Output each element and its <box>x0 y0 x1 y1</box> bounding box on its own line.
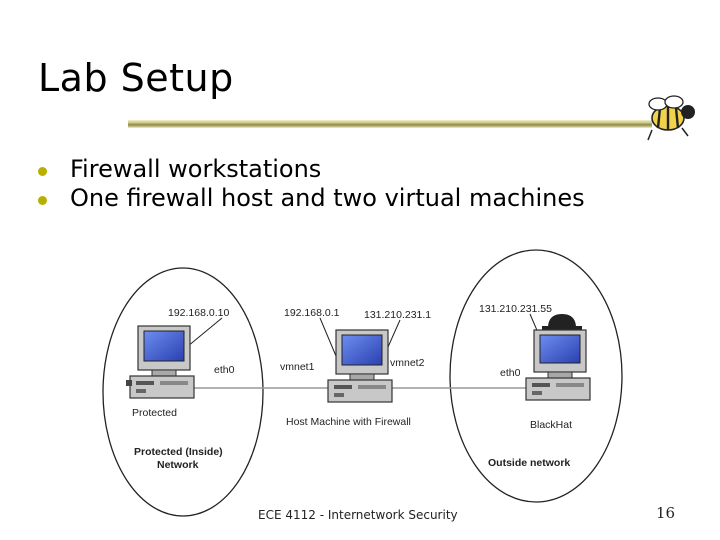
slide-title: Lab Setup <box>38 56 234 100</box>
bullet-dot-icon <box>38 196 47 205</box>
outside-network-ellipse <box>449 249 623 503</box>
ip-vmnet2-label: 131.210.231.1 <box>364 309 431 321</box>
bullet-dot-icon <box>38 167 47 176</box>
name-blackhat-label: BlackHat <box>530 419 572 431</box>
bullet-list: Firewall workstations One firewall host … <box>38 155 585 213</box>
zone-inside-label-1: Protected (Inside) <box>134 446 223 458</box>
host-pc-icon <box>327 329 393 403</box>
ip-protected-label: 192.168.0.10 <box>168 307 229 319</box>
title-divider <box>128 120 652 128</box>
name-host-label: Host Machine with Firewall <box>286 416 411 428</box>
name-protected-label: Protected <box>132 407 177 419</box>
protected-pc-icon <box>126 325 195 399</box>
pointer-ip-vmnet1 <box>319 317 337 357</box>
ip-vmnet1-label: 192.168.0.1 <box>284 307 340 319</box>
zone-inside-label-2: Network <box>157 459 199 471</box>
zone-outside-label: Outside network <box>488 457 570 469</box>
iface-protected-label: eth0 <box>214 364 235 376</box>
footer-course: ECE 4112 - Internetwork Security <box>258 508 458 522</box>
bullet-item: One firewall host and two virtual machin… <box>38 184 585 213</box>
iface-vmnet2-label: vmnet2 <box>390 357 425 369</box>
bullet-item: Firewall workstations <box>38 155 585 184</box>
page-number: 16 <box>656 504 676 522</box>
inside-network-ellipse <box>102 267 264 517</box>
blackhat-pc-icon <box>525 314 591 401</box>
ip-blackhat-label: 131.210.231.55 <box>479 303 552 315</box>
iface-blackhat-label: eth0 <box>500 367 521 379</box>
iface-vmnet1-label: vmnet1 <box>280 361 315 373</box>
